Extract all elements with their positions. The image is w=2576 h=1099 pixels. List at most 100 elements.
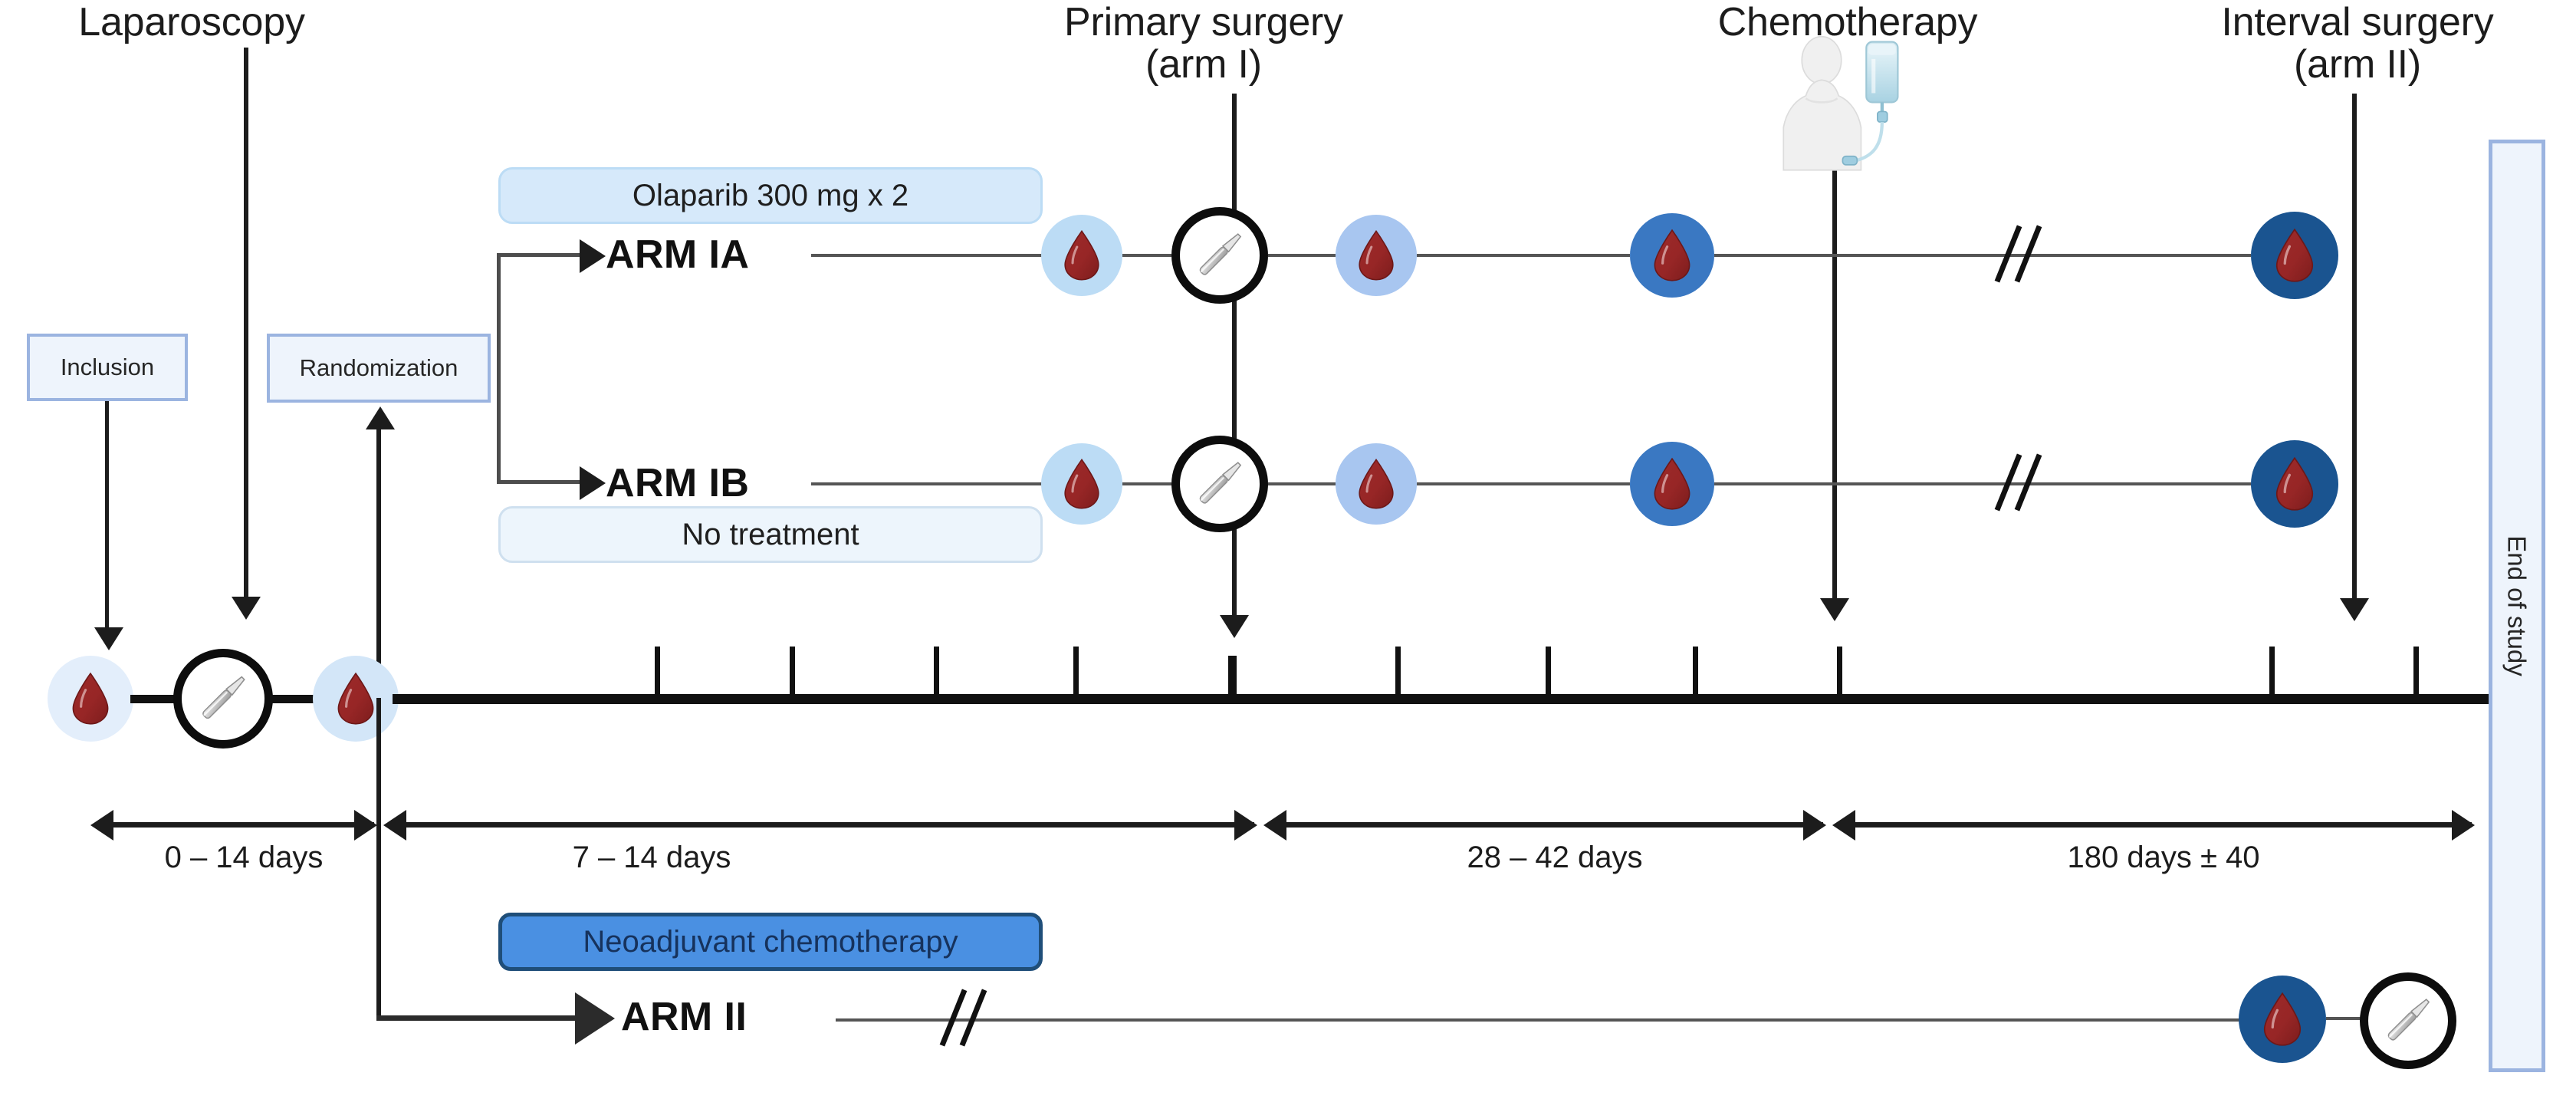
randomization-label: Randomization (299, 354, 458, 381)
timeline-tick-9 (1837, 647, 1842, 696)
timeline-tick-8 (1693, 647, 1698, 696)
end-of-study-box[interactable]: End of study (2489, 140, 2545, 1072)
scalpel-icon (1183, 447, 1257, 521)
arm-ia-line-4 (1417, 254, 1630, 257)
neoadjuvant-chemo-pill[interactable]: Neoadjuvant chemotherapy (498, 913, 1043, 971)
arm-ii-label: ARM II (621, 995, 748, 1039)
interval-surgery-arrowhead (2340, 598, 2369, 621)
inclusion-connector-line (105, 401, 109, 631)
arm-ib-line-3 (1268, 482, 1336, 485)
blood-drop-icon (2261, 992, 2304, 1047)
arm-ia-blood-sample-4[interactable] (2251, 212, 2338, 299)
arm-ia-line-2 (1122, 254, 1171, 257)
timeline-tick-11 (2413, 647, 2419, 696)
duration-label-4: 180 days ± 40 (2067, 841, 2260, 874)
duration-label-2: 7 – 14 days (572, 841, 731, 874)
duration-line-1 (113, 822, 374, 828)
duration-label-1: 0 – 14 days (164, 841, 324, 874)
timeline-tick-3 (934, 647, 939, 696)
arm-ib-line-4 (1417, 482, 1630, 485)
neoadjuvant-chemo-label: Neoadjuvant chemotherapy (583, 924, 958, 959)
end-of-study-label: End of study (2503, 535, 2532, 676)
timeline-break-icon-arm-ii (939, 988, 1012, 1049)
chemotherapy-patient-iv-icon (1763, 35, 1917, 173)
arm-ia-surgery-node[interactable] (1171, 207, 1268, 304)
blood-drop-icon (1651, 457, 1693, 511)
blood-drop-icon (1356, 458, 1396, 510)
no-treatment-pill[interactable]: No treatment (498, 506, 1043, 563)
blood-drop-icon (1651, 229, 1693, 282)
branch-bottom-line (497, 480, 583, 484)
arm-ii-line (836, 1018, 2254, 1022)
olaparib-label: Olaparib 300 mg x 2 (632, 178, 909, 212)
header-laparoscopy: Laparoscopy (78, 0, 305, 44)
randomization-arrowhead (366, 406, 395, 429)
inclusion-label: Inclusion (60, 354, 155, 380)
arm-ii-arrowhead (575, 992, 615, 1045)
arm-ia-arrowhead (580, 239, 606, 273)
arm-ii-blood-sample[interactable] (2239, 976, 2326, 1063)
header-interval-surgery: Interval surgery (arm II) (2221, 0, 2494, 87)
duration-label-3: 28 – 42 days (1467, 841, 1643, 874)
arm-ib-blood-sample-2[interactable] (1336, 443, 1417, 525)
duration-4-arrow-left (1832, 810, 1855, 841)
arm-ib-line-5 (1714, 482, 2251, 485)
blood-drop-icon (2273, 456, 2316, 512)
chemotherapy-connector-line (1832, 166, 1837, 598)
duration-line-2 (406, 822, 1254, 828)
olaparib-pill[interactable]: Olaparib 300 mg x 2 (498, 167, 1043, 224)
timeline-blood-sample-baseline[interactable] (48, 656, 133, 742)
timeline-stub-2 (270, 695, 317, 703)
timeline-tick-1 (655, 647, 660, 696)
timeline-tick-10 (2269, 647, 2275, 696)
arm-ib-blood-sample-1[interactable] (1041, 443, 1122, 525)
arm-ii-feed-vertical (376, 698, 381, 1018)
interval-surgery-connector-line (2352, 94, 2357, 598)
no-treatment-label: No treatment (682, 517, 859, 551)
blood-drop-icon (1062, 229, 1102, 281)
arm-ia-blood-sample-1[interactable] (1041, 215, 1122, 296)
randomization-box[interactable]: Randomization (267, 334, 491, 403)
branch-vertical-line (497, 253, 501, 483)
header-chemotherapy: Chemotherapy (1717, 0, 1978, 44)
arm-ia-line-3 (1268, 254, 1336, 257)
inclusion-arrowhead (94, 627, 123, 650)
branch-top-line (497, 253, 583, 257)
duration-1-arrow-left (90, 810, 113, 841)
arm-ib-arrowhead (580, 466, 606, 500)
duration-1-arrow-right (354, 810, 377, 841)
scalpel-icon (186, 661, 261, 736)
blood-drop-icon (335, 672, 376, 726)
scalpel-icon (2371, 984, 2445, 1058)
arm-ia-line-5 (1714, 254, 2251, 257)
timeline-break-icon-arm-ia (1994, 224, 2067, 285)
timeline-stub-1 (130, 695, 178, 703)
timeline-break-icon-arm-ib (1994, 452, 2067, 514)
inclusion-box[interactable]: Inclusion (27, 334, 188, 401)
duration-line-3 (1286, 822, 1823, 828)
arm-ib-blood-sample-4[interactable] (2251, 440, 2338, 528)
arm-ib-blood-sample-3[interactable] (1630, 442, 1714, 526)
chemotherapy-arrowhead (1820, 598, 1849, 621)
primary-surgery-arrowhead (1220, 615, 1249, 638)
arm-ia-line-1 (811, 254, 1049, 257)
timeline-tick-2 (790, 647, 795, 696)
arm-ia-label: ARM IA (606, 232, 750, 277)
timeline-laparoscopy-node[interactable] (173, 649, 273, 749)
duration-line-4 (1855, 822, 2472, 828)
arm-ii-surgery-node[interactable] (2360, 972, 2456, 1069)
arm-ib-label: ARM IB (606, 461, 750, 505)
timeline-blood-sample-randomization[interactable] (313, 656, 399, 742)
arm-ib-surgery-node[interactable] (1171, 436, 1268, 532)
arm-ia-blood-sample-3[interactable] (1630, 213, 1714, 298)
timeline-axis (393, 694, 2493, 704)
blood-drop-icon (2273, 228, 2316, 283)
primary-surgery-connector-line (1232, 94, 1237, 615)
arm-ia-blood-sample-2[interactable] (1336, 215, 1417, 296)
blood-drop-icon (70, 672, 111, 726)
scalpel-icon (1183, 219, 1257, 292)
laparoscopy-connector-line (244, 48, 248, 597)
laparoscopy-arrowhead (232, 597, 261, 620)
header-primary-surgery: Primary surgery (arm I) (1064, 0, 1343, 87)
